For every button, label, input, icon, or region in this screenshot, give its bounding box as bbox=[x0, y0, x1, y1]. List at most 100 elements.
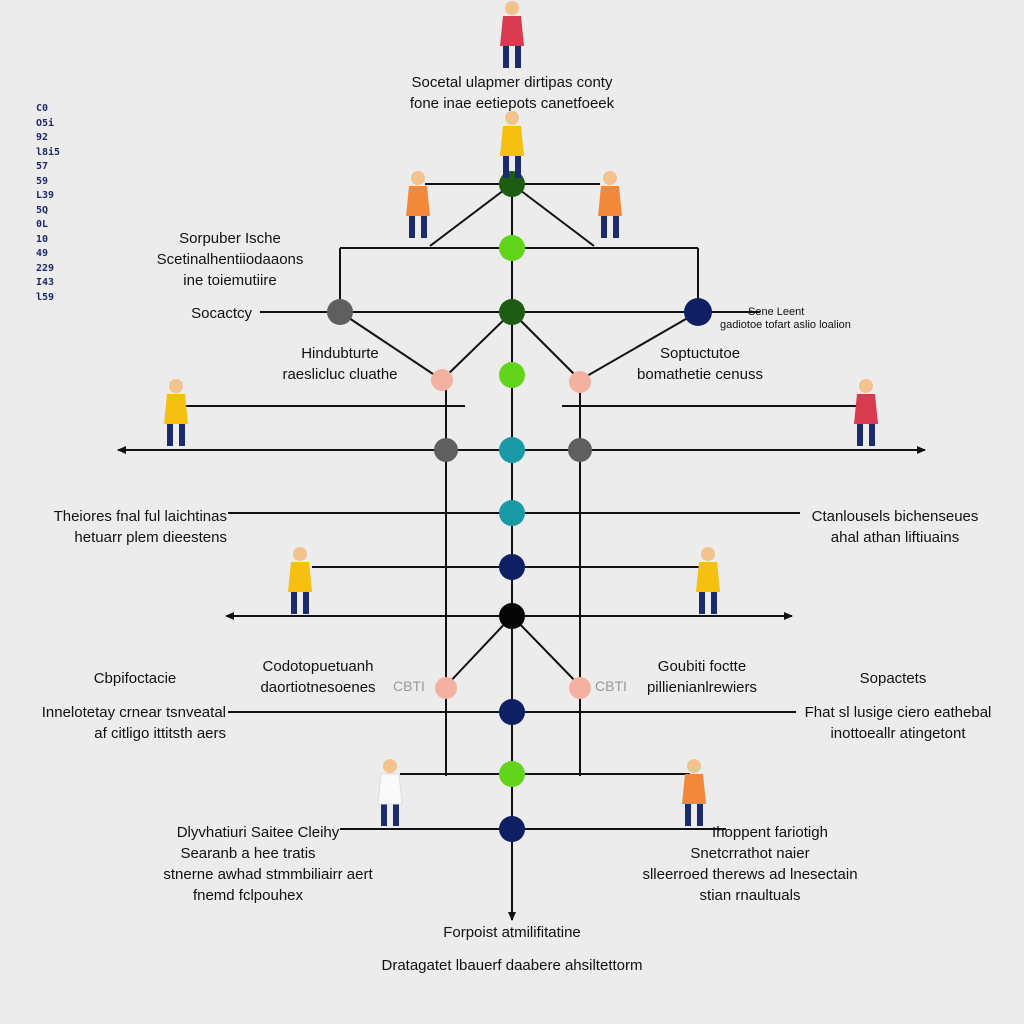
person-leg bbox=[421, 216, 427, 238]
label-line: gadiotoe tofart aslio loalion bbox=[720, 319, 851, 331]
person-icon bbox=[406, 171, 430, 238]
diagram-title: Socetal ulapmer dirtipas conty fone inae… bbox=[362, 72, 662, 114]
connector bbox=[429, 183, 513, 247]
connector bbox=[511, 183, 595, 247]
diagram-node bbox=[568, 438, 592, 462]
person-head bbox=[701, 547, 715, 561]
label-line: daortiotnesoenes bbox=[260, 679, 376, 696]
person-head bbox=[687, 759, 701, 773]
side-number: 49 bbox=[36, 248, 49, 259]
side-number: C0 bbox=[36, 103, 49, 114]
label-line: Fhat sl lusige ciero eathebal bbox=[804, 704, 992, 721]
person-body bbox=[406, 186, 430, 216]
person-icon bbox=[598, 171, 622, 238]
diagram-node bbox=[499, 437, 525, 463]
label-line: Soptuctutoe bbox=[659, 345, 741, 362]
person-head bbox=[293, 547, 307, 561]
diagram-node bbox=[499, 699, 525, 725]
person-head bbox=[505, 111, 519, 125]
diagram-node bbox=[499, 362, 525, 388]
title-line-2: fone inae eetiepots canetfoeek bbox=[409, 95, 615, 112]
side-number: 0L bbox=[36, 219, 49, 230]
label-line: pillienianlrewiers bbox=[646, 679, 758, 696]
person-body bbox=[682, 774, 706, 804]
label-line: af citligo ittitsth aers bbox=[94, 725, 226, 742]
diagram-node bbox=[327, 299, 353, 325]
person-body bbox=[696, 562, 720, 592]
person-leg bbox=[381, 804, 387, 826]
person-leg bbox=[393, 804, 399, 826]
person-leg bbox=[515, 46, 521, 68]
label-right-small: Sene Leent gadiotoe tofart aslio loalion bbox=[720, 306, 898, 332]
label-soptuctute: Soptuctutoe bomathetie cenuss bbox=[610, 343, 790, 385]
side-number: O5i bbox=[36, 117, 55, 129]
side-number: l8i5 bbox=[36, 146, 61, 158]
person-head bbox=[169, 379, 183, 393]
label-line: ine toiemutiire bbox=[183, 272, 277, 289]
connector bbox=[511, 615, 581, 687]
label-codotopuet: Codotopuetuanh daortiotnesoenes bbox=[236, 656, 400, 698]
label-line: ahal athan liftiuains bbox=[830, 529, 960, 546]
label-line: stnerne awhad stmmbiliairr aert bbox=[163, 866, 373, 883]
label-ctanlousels: Ctanlousels bichenseues ahal athan lifti… bbox=[792, 506, 998, 548]
person-icon bbox=[377, 759, 403, 826]
label-line: Ctanlousels bichenseues bbox=[811, 508, 979, 525]
side-number: 59 bbox=[36, 175, 49, 187]
diagram-node bbox=[434, 438, 458, 462]
label-fnat: Fhat sl lusige ciero eathebal inottoeall… bbox=[790, 702, 1006, 744]
label-line: fnemd fclpouhex bbox=[192, 887, 304, 904]
person-leg bbox=[291, 592, 297, 614]
label-line: Innelotetay crnear tsnveatal bbox=[41, 704, 226, 721]
connector bbox=[339, 311, 443, 381]
person-leg bbox=[515, 156, 521, 178]
person-leg bbox=[613, 216, 619, 238]
label-line: Theiores fnal ful laichtinas bbox=[53, 508, 227, 525]
diagram-node bbox=[499, 603, 525, 629]
label-line: Searanb a hee tratis bbox=[180, 845, 316, 862]
person-head bbox=[383, 759, 397, 773]
node-group bbox=[327, 171, 712, 842]
person-leg bbox=[711, 592, 717, 614]
side-number: 57 bbox=[36, 161, 49, 172]
person-leg bbox=[869, 424, 875, 446]
label-line: stian rnaultuals bbox=[699, 887, 801, 904]
person-leg bbox=[685, 804, 691, 826]
person-body bbox=[164, 394, 188, 424]
connector-lines bbox=[117, 183, 926, 921]
person-head bbox=[859, 379, 873, 393]
label-theiores: Theiores fnal ful laichtinas hetuarr ple… bbox=[20, 506, 227, 548]
person-head bbox=[411, 171, 425, 185]
label-cbti-left: CBTI bbox=[393, 678, 425, 694]
label-line: Goubiti foctte bbox=[657, 658, 747, 675]
label-line: slleerroed therews ad lnesectain bbox=[642, 866, 858, 883]
person-body bbox=[500, 16, 524, 46]
label-line: Sene Leent bbox=[748, 306, 805, 318]
person-body bbox=[598, 186, 622, 216]
diagram-node bbox=[499, 299, 525, 325]
people-group bbox=[164, 1, 878, 826]
person-icon bbox=[288, 547, 312, 614]
label-socactcy: Socactcy bbox=[191, 305, 252, 322]
label-line: inottoeallr atingetont bbox=[830, 725, 966, 742]
connector bbox=[579, 311, 699, 381]
person-leg bbox=[179, 424, 185, 446]
diagram-node bbox=[431, 369, 453, 391]
person-body bbox=[377, 773, 403, 805]
label-line: bomathetie cenuss bbox=[637, 366, 763, 383]
person-icon bbox=[682, 759, 706, 826]
label-goubiti: Goubiti foctte pillienianlrewiers bbox=[614, 656, 790, 698]
person-leg bbox=[697, 804, 703, 826]
side-number: 10 bbox=[36, 233, 49, 245]
diagram-node bbox=[499, 171, 525, 197]
person-leg bbox=[699, 592, 705, 614]
label-cbpifoctacie: Cbpifoctacie bbox=[93, 670, 177, 687]
label-line: Sorpuber Ische bbox=[179, 230, 281, 247]
diagram-node bbox=[435, 677, 457, 699]
connector bbox=[445, 615, 513, 687]
label-line: Snetcrrathot naier bbox=[690, 845, 810, 862]
label-dratagatet: Dratagatet lbauerf daabere ahsiltettorm bbox=[381, 957, 643, 974]
person-leg bbox=[857, 424, 863, 446]
label-line: Dlyvhatiuri Saitee Cleihy bbox=[176, 824, 340, 841]
